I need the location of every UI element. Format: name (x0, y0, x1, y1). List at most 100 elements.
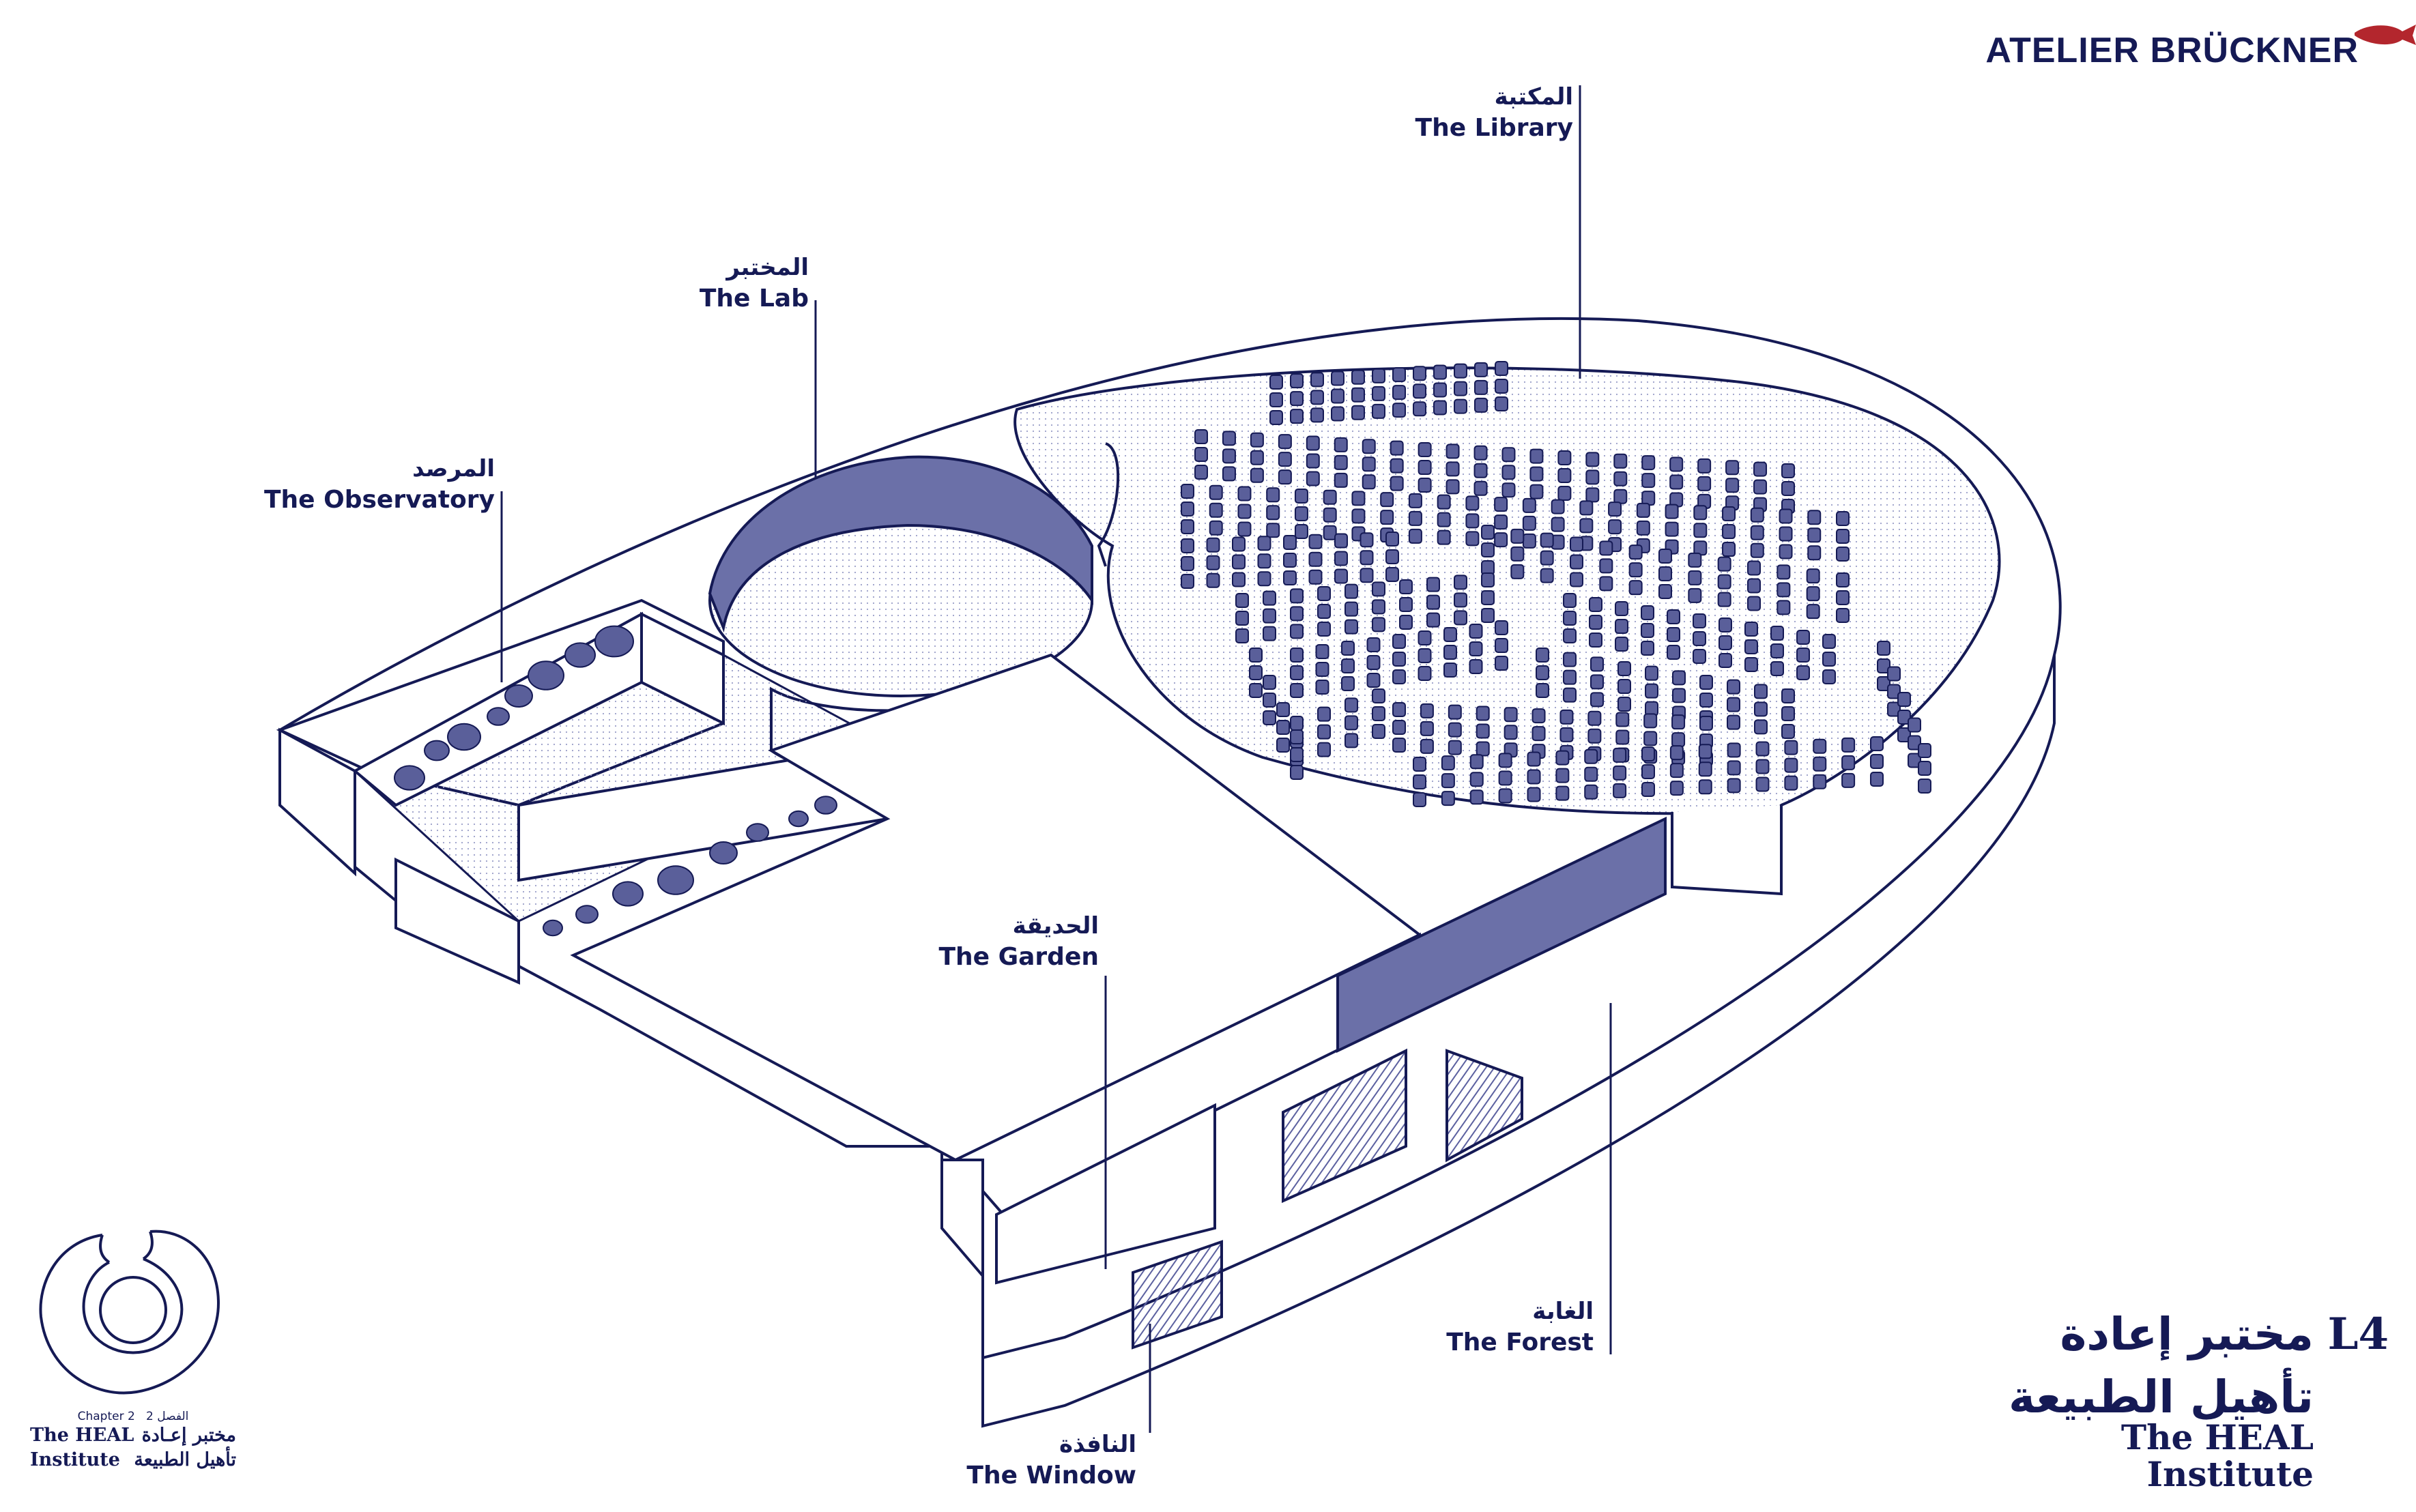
library-pod-segment (1908, 717, 1921, 733)
library-pod-segment (1641, 473, 1656, 489)
library-pod-segment (1688, 552, 1702, 568)
library-pod-segment (1392, 652, 1406, 667)
library-pod-segment (1587, 728, 1602, 744)
library-pod-segment (1813, 738, 1827, 754)
library-pod-segment (1235, 611, 1249, 626)
logo-line-1: The HEAL مختبر إعـادة (20, 1423, 246, 1448)
observatory-portholes (394, 625, 837, 937)
library-pod-segment (1290, 683, 1304, 698)
library-pod-segment (1718, 653, 1732, 668)
library-pod-segment (1269, 375, 1283, 390)
library-pod-segment (1641, 641, 1654, 656)
library-pod-segment (1392, 634, 1406, 649)
observatory-porthole (447, 723, 481, 751)
library-pod-segment (1870, 772, 1884, 787)
library-pod-segment (1413, 366, 1426, 381)
library-pod-segment (1536, 665, 1549, 680)
label-forest-en: The Forest (1446, 1328, 1594, 1356)
library-pod-segment (1529, 466, 1544, 482)
library-pod-segment (1531, 708, 1546, 724)
library-pod-segment (1688, 587, 1702, 603)
library-pod-segment (1390, 458, 1404, 474)
library-pod-segment (1465, 513, 1480, 529)
library-pod-segment (1608, 501, 1622, 517)
library-pod-segment (1613, 489, 1628, 504)
library-pod-segment (1585, 487, 1600, 503)
library-pod-segment (1887, 666, 1901, 682)
library-pod-segment (1698, 761, 1712, 777)
library-pod-segment (1380, 492, 1394, 508)
library-pod-segment (1672, 670, 1686, 686)
library-pod-segment (1469, 641, 1483, 656)
library-pod-segment (1392, 702, 1406, 717)
library-pod-segment (1317, 724, 1331, 740)
library-pod-segment (1667, 609, 1680, 624)
library-pod-segment (1372, 724, 1385, 739)
library-pod-segment (1323, 507, 1337, 523)
library-pod-segment (1380, 510, 1394, 525)
library-pod-segment (1266, 523, 1280, 538)
library-pod-segment (1392, 720, 1406, 735)
library-pod-segment (1658, 566, 1672, 581)
library-pod-segment (1807, 527, 1822, 543)
library-pod-segment (1481, 590, 1495, 605)
library-pod-segment (1570, 554, 1583, 570)
library-pod-segment (1476, 706, 1490, 721)
label-lab: المختبر The Lab (700, 252, 809, 315)
library-pod-segment (1454, 592, 1467, 608)
library-pod-segment (1877, 658, 1890, 673)
observatory-porthole (424, 740, 450, 761)
library-pod-segment (1617, 679, 1631, 694)
library-pod-segment (1341, 658, 1355, 673)
library-pod-segment (1331, 370, 1344, 386)
library-pod-segment (1465, 495, 1480, 511)
library-pod-segment (1351, 405, 1365, 420)
library-pod-segment (1433, 364, 1447, 380)
library-pod-segment (1448, 722, 1462, 738)
level-title-ar-line2: تأهيل الطبيعة (2008, 1371, 2314, 1423)
library-pod-segment (1770, 626, 1784, 641)
library-pod-segment (1418, 460, 1432, 476)
library-pod-segment (1263, 675, 1276, 690)
library-pod-segment (1263, 710, 1276, 725)
library-pod-segment (1698, 744, 1712, 759)
library-pod-segment (1366, 637, 1381, 652)
library-pod-segment (1599, 558, 1613, 574)
library-pod-segment (1257, 571, 1271, 587)
label-observatory: المرصد The Observatory (264, 454, 495, 517)
library-pod-segment (1718, 617, 1732, 633)
library-pod-segment (1697, 476, 1712, 491)
library-pod-segment (1822, 634, 1836, 649)
library-pod-segment (1527, 769, 1541, 785)
library-pod-segment (1469, 754, 1484, 770)
library-pod-segment (1209, 520, 1223, 536)
library-pod-segment (1481, 525, 1495, 540)
library-pod-segment (1454, 575, 1467, 590)
library-pod-segment (1351, 491, 1366, 506)
level-title-ar: مختبر إعادة تأهيل الطبيعة (1904, 1303, 2314, 1429)
library-pod-segment (1283, 570, 1297, 585)
library-pod-segment (1617, 697, 1631, 712)
library-pod-segment (1334, 437, 1348, 452)
library-pod-segment (1360, 550, 1374, 566)
library-pod-segment (1693, 631, 1706, 646)
library-pod-segment (1777, 600, 1791, 615)
library-pod-segment (1443, 645, 1457, 660)
library-pod-segment (1698, 779, 1712, 795)
library-pod-segment (1563, 593, 1577, 608)
library-pod-segment (1194, 447, 1208, 462)
library-pod-segment (1697, 458, 1712, 474)
library-pod-segment (1722, 524, 1736, 540)
logo-chapter-en: Chapter 2 (77, 1410, 135, 1423)
library-pod-segment (1290, 648, 1304, 663)
library-pod-segment (1669, 474, 1684, 490)
library-pod-segment (1473, 463, 1488, 478)
library-pod-segment (1754, 719, 1768, 735)
library-pod-segment (1495, 620, 1508, 635)
library-pod-segment (1232, 572, 1246, 587)
library-pod-segment (1433, 382, 1447, 398)
library-pod-segment (1536, 683, 1549, 698)
library-pod-segment (1446, 461, 1460, 477)
library-pod-segment (1563, 669, 1577, 685)
library-pod-segment (1481, 608, 1495, 623)
